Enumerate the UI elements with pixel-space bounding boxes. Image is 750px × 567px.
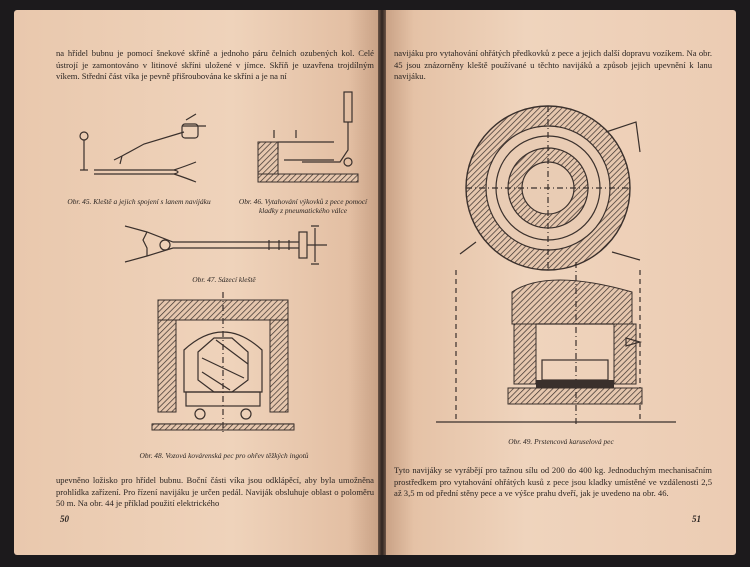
left-bottom-paragraph: upevněno ložisko pro hřídel bubnu. Boční… xyxy=(56,475,374,508)
figure-47-caption: Obr. 47. Sázecí kleště xyxy=(192,275,256,284)
figure-49-carousel-furnace-illustration xyxy=(436,105,676,426)
figure-48-car-furnace-illustration xyxy=(151,292,295,434)
figure-48-caption: Obr. 48. Vozová kovárenská pec pro ohřev… xyxy=(139,451,309,460)
right-top-paragraph: navijáku pro vytahování ohřátých předkov… xyxy=(394,48,712,81)
right-page: navijáku pro vytahování ohřátých předkov… xyxy=(386,10,736,555)
figure-47-charging-tongs-illustration xyxy=(124,225,327,265)
right-bottom-paragraph: Tyto navijáky se vyrábějí pro tažnou síl… xyxy=(394,465,712,498)
figure-49-caption: Obr. 49. Prstencová karuselová pec xyxy=(508,437,614,446)
figure-45-tongs-illustration xyxy=(79,113,206,183)
left-page: na hřídel bubnu je pomocí šnekové skříně… xyxy=(14,10,378,555)
left-top-paragraph: na hřídel bubnu je pomocí šnekové skříně… xyxy=(56,48,374,81)
figure-46-furnace-pulley-illustration xyxy=(257,91,359,183)
figure-46-caption: Obr. 46. Vytahování výkovků z pece pomoc… xyxy=(238,197,368,215)
book-gutter xyxy=(378,10,386,555)
figure-45-caption: Obr. 45. Kleště a jejich spojení s lanem… xyxy=(67,197,211,206)
right-page-number: 51 xyxy=(692,514,701,524)
left-page-number: 50 xyxy=(60,514,69,524)
